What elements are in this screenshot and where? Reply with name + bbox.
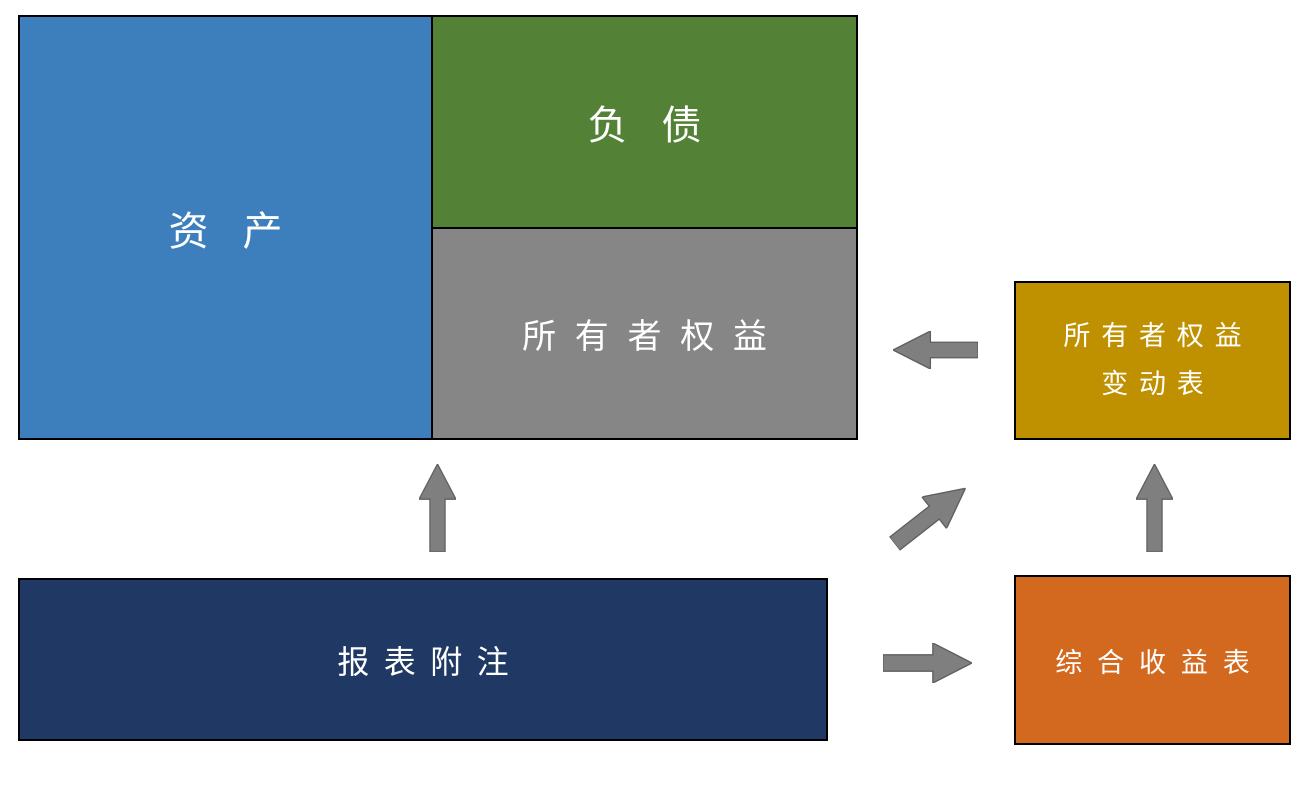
assets-label: 资产 (168, 208, 317, 255)
equity-change-statement-box: 所有者权益 变动表 (1014, 281, 1291, 440)
equity-change-statement-label-line2: 变动表 (1101, 368, 1215, 400)
statement-notes-box: 报表附注 (18, 578, 828, 741)
statement-notes-label: 报表附注 (337, 642, 523, 681)
owners-equity-label: 所有者权益 (522, 317, 786, 357)
liabilities-box: 负债 (431, 15, 858, 229)
equity-change-to-owners-equity-arrow-icon (893, 331, 978, 369)
income-to-equity-change-arrow-icon (1136, 464, 1173, 552)
notes-to-equity-change-arrow-icon (888, 487, 967, 552)
assets-box: 资产 (18, 15, 433, 440)
liabilities-label: 负债 (587, 103, 736, 149)
notes-to-balance-sheet-arrow-icon (419, 464, 456, 552)
equity-change-statement-label-line1: 所有者权益 (1063, 321, 1253, 353)
owners-equity-box: 所有者权益 (431, 227, 858, 440)
notes-to-income-arrow-icon (883, 643, 972, 683)
comprehensive-income-box: 综合收益表 (1014, 575, 1291, 745)
comprehensive-income-label: 综合收益表 (1055, 647, 1265, 679)
